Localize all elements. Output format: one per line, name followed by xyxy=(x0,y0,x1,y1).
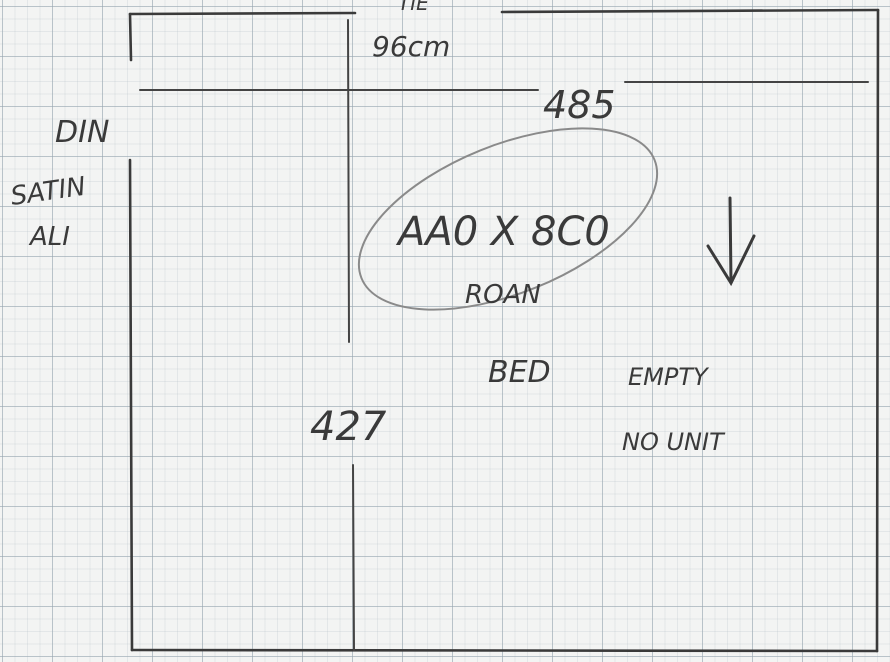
room-outline xyxy=(128,8,880,653)
dimension-top-text: 485 xyxy=(543,83,616,127)
lower-divider xyxy=(352,464,355,651)
no-unit-label-text: NO UNIT xyxy=(622,428,726,456)
top-wall-right xyxy=(500,8,880,14)
left-wall-upper xyxy=(128,12,133,62)
side-label-ali: ALI xyxy=(28,222,70,252)
bottom-wall xyxy=(130,648,879,653)
top-fragment-text: TIE xyxy=(398,0,429,15)
upper-divider xyxy=(347,19,350,343)
right-wall xyxy=(875,8,880,653)
bed-outline-ellipse xyxy=(357,127,659,311)
arrow-down-icon xyxy=(706,196,756,287)
bed-label-text: BED xyxy=(488,355,551,390)
dimension-side-text: 427 xyxy=(310,404,387,450)
room-label-text: ROAN xyxy=(465,280,541,310)
top-width-text: 96cm xyxy=(372,30,450,63)
top-wall-left xyxy=(128,11,357,16)
empty-label-text: EMPTY xyxy=(628,363,710,391)
ellipse-dimension-text: AA0 X 8C0 xyxy=(395,209,610,255)
side-label-din: DIN xyxy=(55,115,109,150)
left-wall-lower xyxy=(128,158,134,652)
interior-lines xyxy=(139,19,869,651)
side-label-satin: SATIN xyxy=(9,172,88,212)
